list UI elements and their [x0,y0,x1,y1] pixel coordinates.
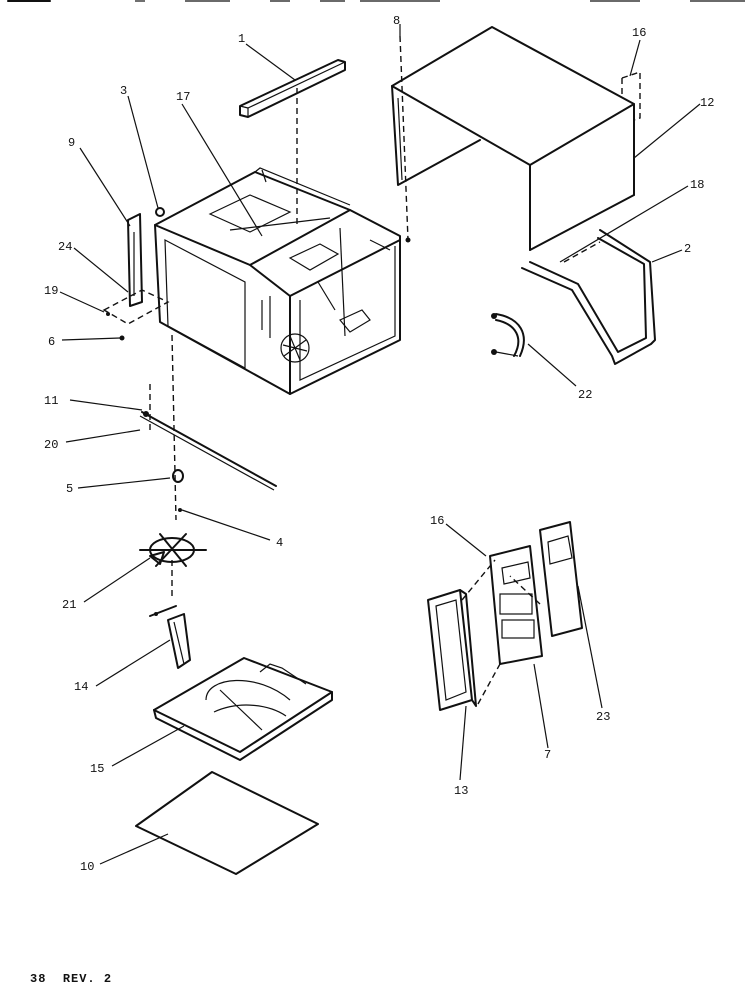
part-23-circuit-board [509,521,583,637]
part-21-stirrer [139,533,207,567]
callout-14: 14 [74,680,88,694]
assembly-axis [149,334,177,600]
callout-11: 11 [44,394,58,408]
callout-9: 9 [68,136,75,150]
callout-16-lower: 16 [430,514,444,528]
callout-17: 17 [176,90,190,104]
part-3-clip [155,207,165,217]
callout-labels: 1 2 3 4 5 6 7 8 9 10 11 12 13 14 15 16 1… [44,14,714,874]
part-8-screw [399,35,411,243]
callout-1: 1 [238,32,245,46]
part-9-side-bracket [127,213,143,307]
part-16-upper-screw-box [621,71,641,121]
callout-19: 19 [44,284,58,298]
callout-16-upper: 16 [632,26,646,40]
callout-8: 8 [393,14,400,28]
callout-20: 20 [44,438,58,452]
part-10-bottom-plate [135,771,319,875]
leader-lines [59,24,701,865]
parts-19-6-hardware [102,289,170,341]
part-15-base-tray [153,657,333,761]
callout-13: 13 [454,784,468,798]
callout-7: 7 [544,748,551,762]
part-22-wire-harness [491,313,525,357]
callout-21: 21 [62,598,76,612]
callout-23: 23 [596,710,610,724]
revision-label: REV. 2 [62,972,113,986]
part-12-outer-cabinet [391,26,635,251]
part-13-door-frame [427,589,477,711]
callout-2: 2 [684,242,691,256]
callout-18: 18 [690,178,704,192]
part-11-shaft-rod [139,411,277,491]
part-7-control-panel [461,545,543,705]
page-number: 38 [30,972,47,986]
callout-4: 4 [276,536,283,550]
callout-3: 3 [120,84,127,98]
page-footer: 38 REV. 2 [30,972,112,986]
main-chassis [154,167,401,395]
callout-12: 12 [700,96,714,110]
callout-15: 15 [90,762,104,776]
callout-10: 10 [80,860,94,874]
part-1-top-bar [239,59,346,225]
part-5-coupler [172,469,184,512]
part-2-gasket [521,229,656,365]
callout-22: 22 [578,388,592,402]
callout-5: 5 [66,482,73,496]
callout-24: 24 [58,240,72,254]
part-14-duct [149,605,191,669]
callout-6: 6 [48,335,55,349]
